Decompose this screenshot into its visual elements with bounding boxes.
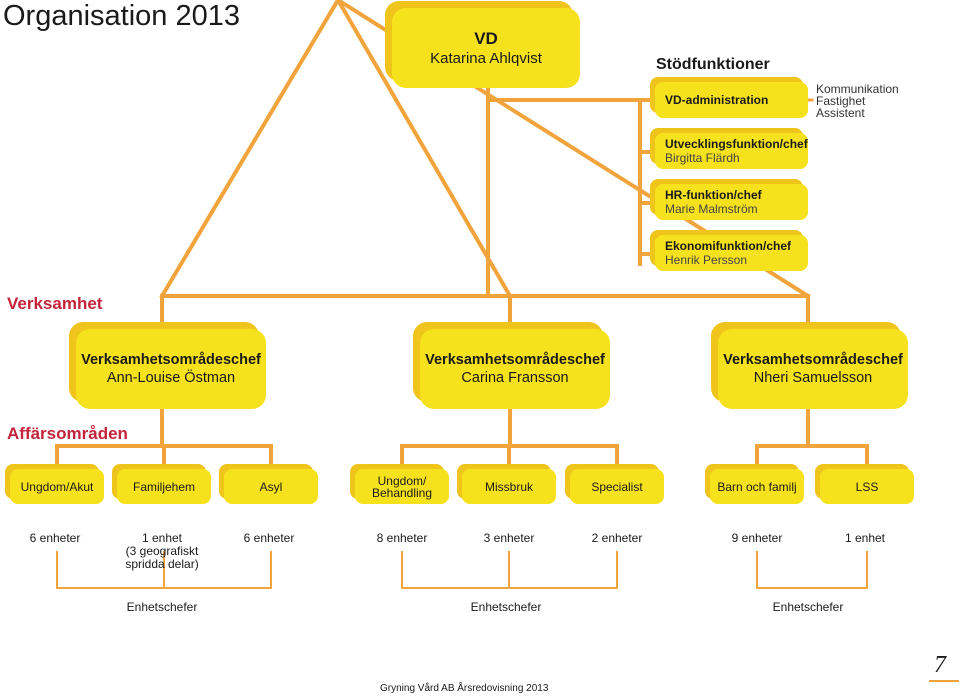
- verksamhet-heading: Verksamhet: [7, 294, 103, 313]
- unit-count: 1 enhet: [844, 531, 886, 545]
- unit-count: 3 enheter: [483, 531, 535, 545]
- unit-count: 8 enheter: [376, 531, 428, 545]
- side-list-item: Assistent: [816, 106, 865, 120]
- affarsomrade-box: Specialist: [570, 469, 664, 504]
- stodfunktioner-heading: Stödfunktioner: [656, 56, 770, 73]
- affarsomrade-box: LSS: [820, 469, 914, 504]
- affarsomrade-label: Asyl: [259, 479, 283, 494]
- affarsomrade-box: Ungdom/ Behandling: [355, 469, 449, 504]
- stod-unit-hr: HR-funktion/chef Marie Malmström: [655, 184, 808, 220]
- stod-unit-name: Marie Malmström: [665, 202, 758, 216]
- side-list-item: Kommunikation: [816, 82, 899, 96]
- enhetschefer-label: Enhetschefer: [772, 600, 844, 614]
- enhetschefer-label: Enhetschefer: [470, 600, 542, 614]
- affarsomrade-label: Specialist: [591, 479, 643, 494]
- verksamhetsomrade-box: Verksamhetsområdeschef Ann-Louise Östman: [76, 329, 266, 409]
- unit-count: 2 enheter: [591, 531, 643, 545]
- vd-box: VD Katarina Ahlqvist: [392, 8, 580, 88]
- stod-unit-ekonomi: Ekonomifunktion/chef Henrik Persson: [655, 235, 808, 271]
- verksamhetsomrade-box: Verksamhetsområdeschef Nheri Samuelsson: [718, 329, 908, 409]
- area-chef-title: Verksamhetsområdeschef: [425, 352, 605, 368]
- stod-unit-name: Henrik Persson: [665, 253, 748, 267]
- affarsomrade-box: Asyl: [224, 469, 318, 504]
- stod-unit-vd-administration: VD-administration: [655, 82, 808, 118]
- stod-unit-title: VD-administration: [665, 93, 769, 107]
- undefined: [159, 0, 341, 299]
- stod-unit-utveckling: Utvecklingsfunktion/chef Birgitta Flärdh: [655, 133, 808, 169]
- affarsomrade-label: Missbruk: [484, 479, 533, 494]
- footer-text: Gryning Vård AB Årsredovisning 2013: [380, 683, 549, 694]
- affarsomrade-label: Ungdom/Akut: [20, 479, 94, 494]
- affarsomraden-heading: Affärsområden: [7, 424, 128, 443]
- unit-count: 6 enheter: [243, 531, 295, 545]
- area-chef-name: Carina Fransson: [461, 370, 569, 386]
- vd-name: Katarina Ahlqvist: [430, 50, 542, 67]
- affarsomrade-box: Barn och familj: [710, 469, 804, 504]
- unit-count: 1 enhet (3 geografiskt spridda delar): [125, 531, 199, 571]
- affarsomrade-box: Familjehem: [117, 469, 211, 504]
- affarsomrade-label: LSS: [855, 479, 879, 494]
- stod-unit-name: Birgitta Flärdh: [665, 151, 740, 165]
- affarsomrade-box: Missbruk: [462, 469, 556, 504]
- stodfunktioner-side-list: Kommunikation Fastighet Assistent: [816, 83, 899, 119]
- affarsomrade-label: Familjehem: [132, 479, 195, 494]
- area-chef-name: Nheri Samuelsson: [753, 370, 873, 386]
- affarsomrade-label: Ungdom/ Behandling: [371, 473, 433, 500]
- unit-count: 9 enheter: [731, 531, 783, 545]
- page-title: Organisation 2013: [3, 0, 240, 32]
- area-chef-title: Verksamhetsområdeschef: [81, 352, 261, 368]
- affarsomrade-box: Ungdom/Akut: [10, 469, 104, 504]
- verksamhetsomrade-box: Verksamhetsområdeschef Carina Fransson: [420, 329, 610, 409]
- undefined: [335, 0, 513, 299]
- area-chef-name: Ann-Louise Östman: [106, 370, 236, 386]
- stod-unit-title: HR-funktion/chef: [665, 188, 762, 202]
- stod-unit-title: Utvecklingsfunktion/chef: [665, 137, 808, 151]
- vd-title: VD: [474, 29, 498, 48]
- area-chef-title: Verksamhetsområdeschef: [723, 352, 903, 368]
- page-number: 7: [934, 652, 946, 678]
- enhetschefer-label: Enhetschefer: [126, 600, 198, 614]
- unit-count: 6 enheter: [29, 531, 81, 545]
- affarsomrade-label: Barn och familj: [717, 479, 797, 494]
- side-list-item: Fastighet: [816, 94, 866, 108]
- stod-unit-title: Ekonomifunktion/chef: [665, 239, 791, 253]
